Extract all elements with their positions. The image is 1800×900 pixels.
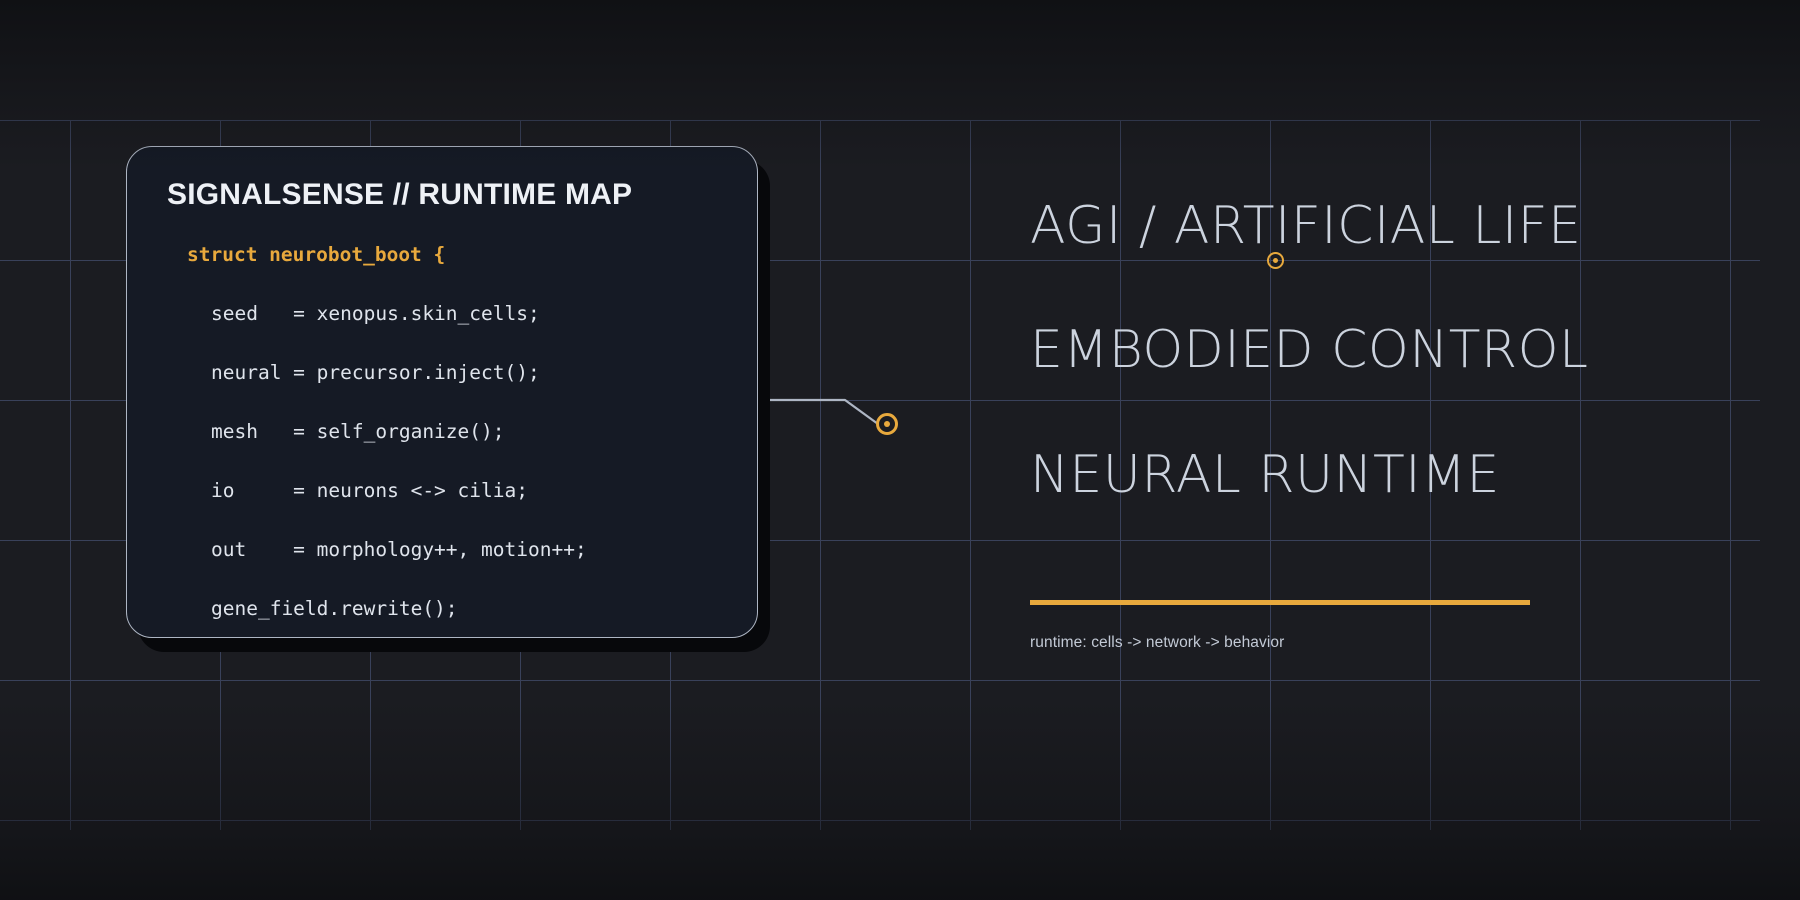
grid-line-vertical — [970, 120, 971, 830]
grid-line-horizontal — [0, 680, 1760, 681]
ring-marker-icon — [1267, 252, 1284, 269]
grid-line-vertical — [70, 120, 71, 830]
grid-line-vertical — [1730, 120, 1731, 830]
code-line: gene_field.rewrite(); — [211, 597, 458, 620]
code-line: mesh = self_organize(); — [211, 420, 505, 443]
kicker-heading-3: NEURAL RUNTIME — [1030, 445, 1500, 505]
accent-rule — [1030, 600, 1530, 605]
ring-node-dot — [883, 420, 891, 428]
kicker-heading-2: EMBODIED CONTROL — [1030, 320, 1589, 380]
code-line: out = morphology++, motion++; — [211, 538, 587, 561]
grid-line-vertical — [820, 120, 821, 830]
ring-marker-dot — [1273, 258, 1278, 263]
code-line: io = neurons <-> cilia; — [211, 479, 528, 502]
code-block: struct neurobot_boot { seed = xenopus.ski… — [167, 225, 757, 637]
runtime-map-card: SIGNALSENSE // RUNTIME MAP struct neurob… — [126, 146, 758, 638]
code-line: seed = xenopus.skin_cells; — [211, 302, 540, 325]
runtime-caption: runtime: cells -> network -> behavior — [1030, 634, 1285, 651]
kicker-heading-1: AGI / ARTIFICIAL LIFE — [1030, 196, 1582, 256]
grid-line-horizontal — [0, 120, 1760, 121]
grid-line-horizontal — [0, 820, 1760, 821]
code-line: struct neurobot_boot { — [187, 243, 446, 266]
ring-node-icon — [876, 413, 898, 435]
card-title: SIGNALSENSE // RUNTIME MAP — [167, 178, 633, 211]
code-line: neural = precursor.inject(); — [211, 361, 540, 384]
